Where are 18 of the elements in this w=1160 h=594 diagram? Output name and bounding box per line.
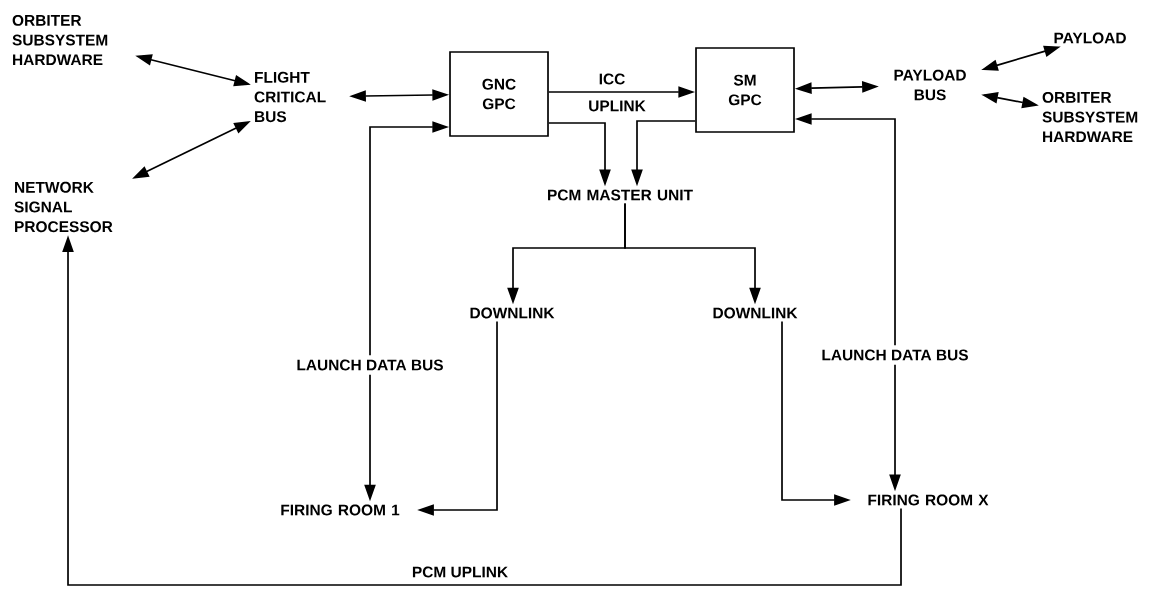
process-box: SM GPC [695,47,795,133]
edge-label: LAUNCH DATA BUS [292,355,448,375]
label-text: FLIGHT CRITICAL BUS [254,71,326,123]
label-text: PAYLOAD [1054,32,1126,44]
label-text: FIRING ROOM X [868,494,989,506]
process-box: GNC GPC [449,51,549,137]
label-text: ORBITER SUBSYSTEM HARDWARE [1042,91,1138,143]
label-text: FIRING ROOM 1 [281,504,400,516]
label-text: DOWNLINK [470,307,555,319]
label-text: ORBITER SUBSYSTEM HARDWARE [12,14,108,66]
label-text: PCM MASTER UNIT [548,189,693,201]
label-text: DOWNLINK [713,307,798,319]
label-text: UPLINK [589,100,646,112]
label-text: PAYLOAD BUS [894,69,966,101]
edge-label: PCM UPLINK [412,566,508,578]
edge-label: LAUNCH DATA BUS [817,345,973,365]
edge-label: ICC [594,69,630,89]
label-text: NETWORK SIGNAL PROCESSOR [14,181,113,233]
